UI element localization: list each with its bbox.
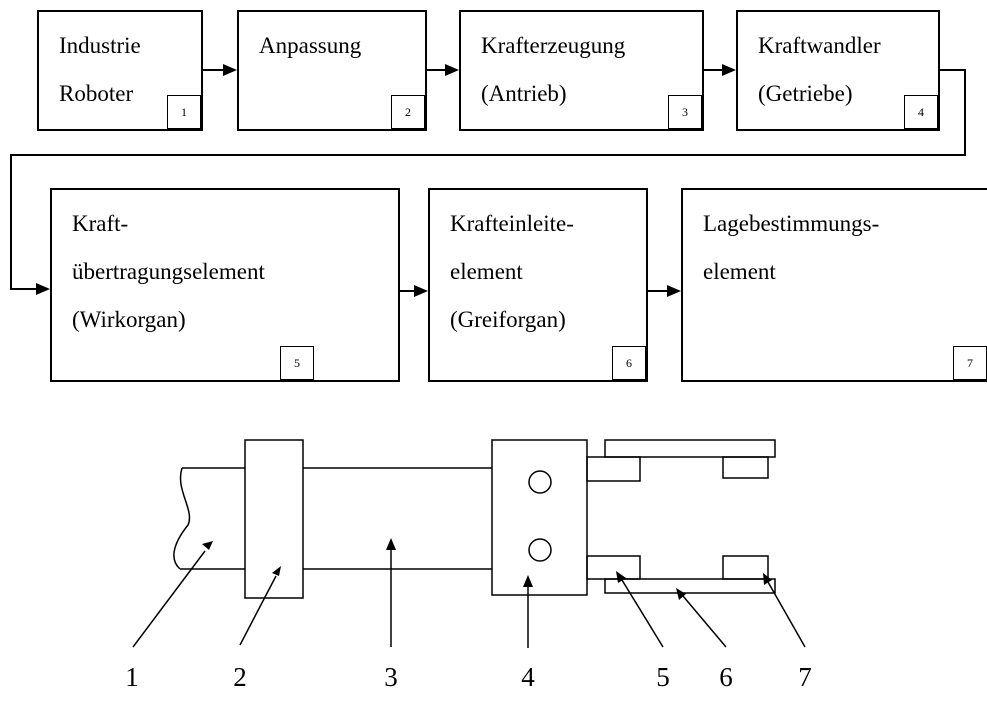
callout-arrowheads xyxy=(202,538,772,600)
adapter-block xyxy=(244,439,304,599)
callout-label-5: 5 xyxy=(656,662,670,692)
arrowhead xyxy=(272,566,281,576)
lower-jaw-mount xyxy=(586,555,641,580)
gearbox-pin-top xyxy=(528,470,552,494)
box-label-line: Anpassung xyxy=(259,33,362,58)
box-number: 4 xyxy=(904,95,938,129)
callout-label-1: 1 xyxy=(125,662,139,692)
callout-label-2: 2 xyxy=(233,662,247,692)
box-label-line: Kraft- xyxy=(72,211,129,236)
robot-arm-stub xyxy=(173,467,245,570)
box-label-line: (Wirkorgan) xyxy=(72,307,186,332)
arrowhead xyxy=(445,64,459,76)
process-box-kraftwandler: Kraftwandler (Getriebe) 4 xyxy=(736,10,940,131)
gripper-sketch xyxy=(173,439,776,599)
process-box-krafterzeugung: Krafterzeugung (Antrieb) 3 xyxy=(459,10,704,131)
process-box-lagebestimmungselement: Lagebestimmungs- element 7 xyxy=(681,188,987,382)
lower-finger-pad xyxy=(722,555,769,580)
arrowhead xyxy=(616,571,626,583)
callout-label-4: 4 xyxy=(521,662,535,692)
flow-connectors xyxy=(10,69,966,292)
callout-label-3: 3 xyxy=(384,662,398,692)
leader-2 xyxy=(239,575,277,646)
box-label-line: element xyxy=(450,259,523,284)
arrowhead xyxy=(36,283,50,295)
box-number: 7 xyxy=(953,346,987,380)
upper-jaw-mount xyxy=(586,456,641,482)
upper-finger xyxy=(604,439,776,458)
arrowhead xyxy=(523,575,533,587)
lower-finger xyxy=(604,578,776,594)
box-label-line: (Antrieb) xyxy=(481,81,567,106)
box-label-line: (Getriebe) xyxy=(758,81,853,106)
leader-5 xyxy=(621,579,664,648)
box-label-line: Krafteinleite- xyxy=(450,211,574,236)
leader-6 xyxy=(682,595,727,648)
callout-leaders xyxy=(132,548,806,648)
callout-label-6: 6 xyxy=(719,662,733,692)
box-label-line: element xyxy=(703,259,776,284)
upper-finger-pad xyxy=(722,456,769,479)
box-number: 2 xyxy=(391,95,425,129)
flow-arrowheads xyxy=(36,64,736,297)
box-number: 5 xyxy=(280,346,314,380)
arrowhead xyxy=(722,64,736,76)
box-label-line: Lagebestimmungs- xyxy=(703,211,880,236)
box-label-line: übertragungselement xyxy=(72,259,265,284)
leader-7 xyxy=(767,581,806,648)
connector-4-5 xyxy=(10,69,966,290)
leader-1 xyxy=(132,550,206,648)
process-box-krafteinleiteelement: Krafteinleite- element (Greiforgan) 6 xyxy=(428,188,648,382)
callout-label-7: 7 xyxy=(798,662,812,692)
arrowhead xyxy=(223,64,237,76)
gearbox-pin-bottom xyxy=(528,538,552,562)
box-label-line: Kraftwandler xyxy=(758,33,881,58)
gearbox-block xyxy=(491,439,588,596)
box-label-line: Roboter xyxy=(59,81,134,106)
process-box-anpassung: Anpassung 2 xyxy=(237,10,427,131)
box-label-line: Industrie xyxy=(59,33,141,58)
box-number: 1 xyxy=(167,95,201,129)
arrowhead xyxy=(202,541,213,550)
box-label-line: (Greiforgan) xyxy=(450,307,566,332)
arrowhead xyxy=(414,285,428,297)
box-number: 3 xyxy=(668,95,702,129)
process-box-kraftuebertragungselement: Kraft- übertragungselement (Wirkorgan) 5 xyxy=(50,188,400,382)
arrowhead xyxy=(667,285,681,297)
arrowhead xyxy=(676,588,686,600)
arrowhead xyxy=(386,538,396,550)
arrowhead xyxy=(763,573,772,585)
box-label-line: Krafterzeugung xyxy=(481,33,626,58)
process-box-industrieroboter: Industrie Roboter 1 xyxy=(37,10,203,131)
box-number: 6 xyxy=(612,346,646,380)
